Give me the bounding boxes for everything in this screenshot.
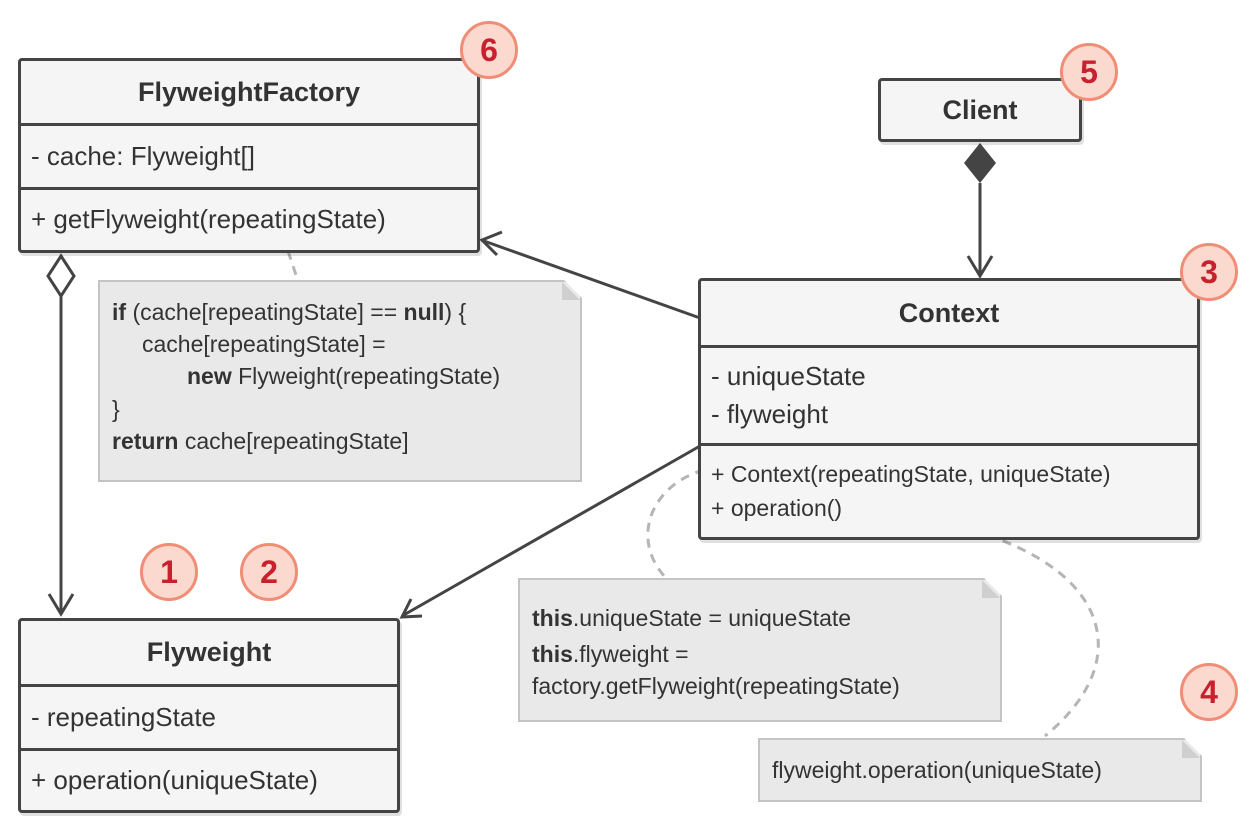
context-factory-line xyxy=(483,239,701,320)
context-class: Context - uniqueState - flyweight + Cont… xyxy=(698,278,1200,540)
flyweight-fields: - repeatingState xyxy=(21,684,397,748)
step-badge-6: 6 xyxy=(460,21,518,79)
client-context-arrowhead xyxy=(966,255,994,279)
step-badge-2: 2 xyxy=(240,543,298,601)
context-flyweight-arrowhead xyxy=(399,598,423,619)
operation-call-text: flyweight.operation(uniqueState) xyxy=(772,756,1102,783)
context-title: Context xyxy=(898,297,1000,328)
ctor-note-connector xyxy=(646,468,705,580)
context-flyweight-line xyxy=(401,444,701,618)
factory-flyweight-arrowhead xyxy=(47,593,75,617)
composition-diamond xyxy=(964,143,996,183)
step-badge-1: 1 xyxy=(140,543,198,601)
flyweight-factory-fields: - cache: Flyweight[] xyxy=(21,123,477,187)
field-flyweight: - flyweight xyxy=(711,398,829,429)
flyweight-class: Flyweight - repeatingState + operation(u… xyxy=(18,618,400,813)
method-get-flyweight: + getFlyweight(repeatingState) xyxy=(31,204,386,235)
method-operation: + operation() xyxy=(711,494,843,521)
method-context-constructor: + Context(repeatingState, uniqueState) xyxy=(711,461,1111,488)
code-line-return: return cache[repeatingState] xyxy=(112,427,409,454)
flyweight-factory-class: FlyweightFactory - cache: Flyweight[] + … xyxy=(18,58,480,253)
context-fields: - uniqueState - flyweight xyxy=(701,345,1197,443)
ctor-line-flyweight: this.flyweight = xyxy=(532,641,689,668)
flyweight-factory-methods: + getFlyweight(repeatingState) xyxy=(21,187,477,250)
flyweight-title: Flyweight xyxy=(146,637,272,667)
factory-note-connector xyxy=(286,250,300,282)
aggregation-diamond xyxy=(46,253,76,299)
context-constructor-note: this.uniqueState = uniqueState this.flyw… xyxy=(518,578,1002,722)
flyweight-factory-title: FlyweightFactory xyxy=(137,76,361,107)
step-badge-5: 5 xyxy=(1060,43,1118,101)
field-cache: - cache: Flyweight[] xyxy=(31,140,255,171)
client-class: Client xyxy=(878,78,1082,142)
ctor-line-factory-call: factory.getFlyweight(repeatingState) xyxy=(532,673,900,700)
operation-note-connector xyxy=(893,513,1100,738)
code-line-new: new Flyweight(repeatingState) xyxy=(187,363,501,390)
flyweight-methods: + operation(uniqueState) xyxy=(21,748,397,810)
step-badge-4: 4 xyxy=(1180,663,1238,721)
code-line-assign: cache[repeatingState] = xyxy=(142,331,386,358)
context-factory-arrowhead xyxy=(479,230,503,257)
client-title: Client xyxy=(942,94,1018,125)
ctor-line-unique-state: this.uniqueState = uniqueState xyxy=(532,605,852,631)
code-line-if: if (cache[repeatingState] == null) { xyxy=(112,299,467,325)
step-badge-3: 3 xyxy=(1180,243,1238,301)
field-unique-state: - uniqueState xyxy=(711,360,866,391)
context-methods: + Context(repeatingState, uniqueState) +… xyxy=(701,443,1197,537)
code-line-close: } xyxy=(112,395,120,422)
method-operation-unique-state: + operation(uniqueState) xyxy=(31,764,318,795)
operation-call-note: flyweight.operation(uniqueState) xyxy=(758,738,1202,802)
factory-code-note: if (cache[repeatingState] == null) { cac… xyxy=(98,280,582,482)
field-repeating-state: - repeatingState xyxy=(31,701,217,732)
